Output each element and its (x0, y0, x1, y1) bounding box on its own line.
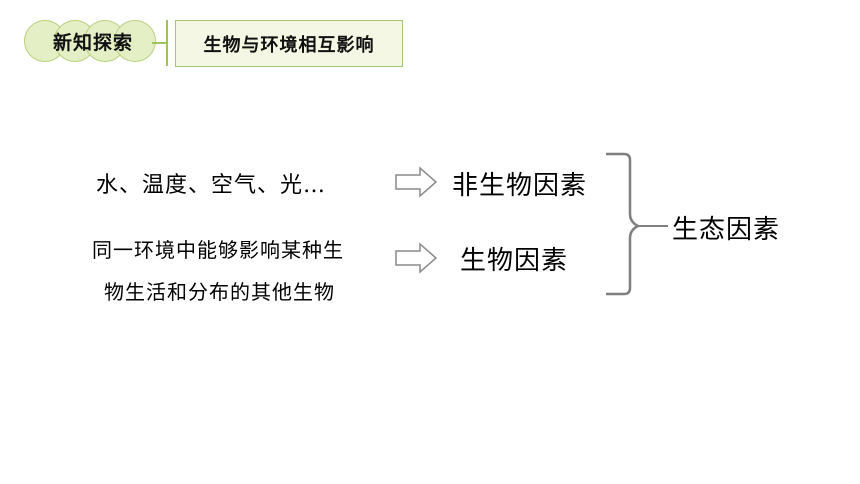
biotic-factor-label: 生物因素 (460, 246, 569, 276)
badge-circles (24, 18, 156, 66)
biotic-description-line2: 物生活和分布的其他生物 (104, 280, 335, 304)
biotic-description-line1: 同一环境中能够影响某种生 (92, 238, 344, 262)
badge-label: 新知探索 (52, 32, 133, 54)
badge-circle (114, 20, 156, 62)
abiotic-examples: 水、温度、空气、光… (96, 173, 327, 198)
arrow-right-icon (395, 166, 438, 198)
page-title: 生物与环境相互影响 (175, 20, 403, 67)
header-connector (152, 42, 168, 44)
ecological-factor-label: 生态因素 (672, 215, 781, 245)
right-brace-icon (606, 152, 668, 296)
abiotic-factor-label: 非生物因素 (452, 171, 588, 201)
header-divider (166, 20, 168, 66)
arrow-right-icon (395, 242, 438, 274)
